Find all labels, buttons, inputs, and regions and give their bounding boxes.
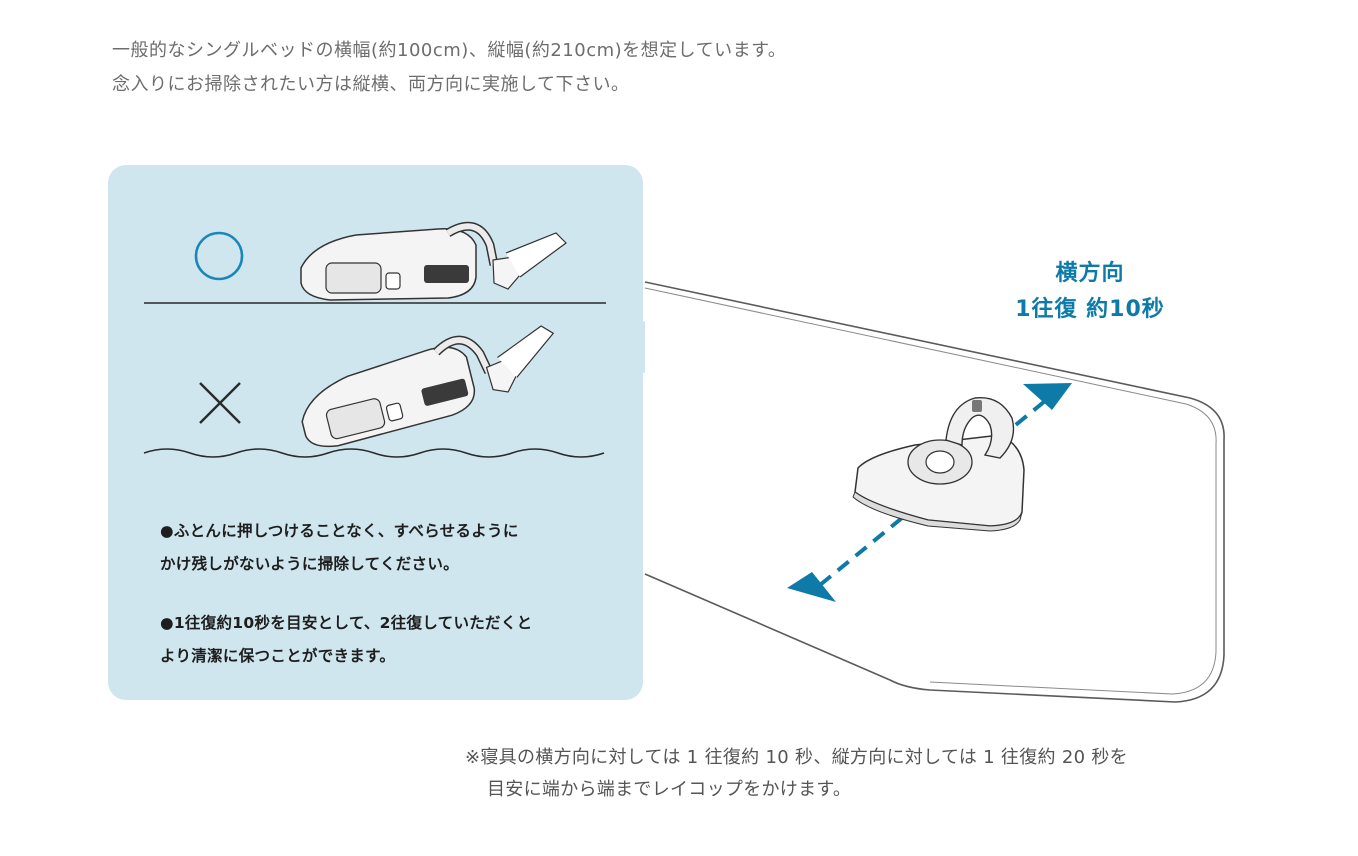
- usage-notes: ●ふとんに押しつけることなく、すべらせるように かけ残しがないように掃除してくだ…: [160, 515, 630, 673]
- panel-illustrations: [143, 221, 606, 458]
- footnote-line-1: ※寝具の横方向に対しては 1 往復約 10 秒、縦方向に対しては 1 往復約 2…: [465, 747, 1128, 768]
- device-flat-icon: [300, 221, 567, 301]
- intro-line-1: 一般的なシングルベッドの横幅(約100cm)、縦幅(約210cm)を想定していま…: [112, 40, 787, 61]
- note-1-line-1: ●ふとんに押しつけることなく、すべらせるように: [160, 522, 519, 540]
- note-1-line-2: かけ残しがないように掃除してください。: [160, 555, 459, 573]
- arrow-head-upper: [1023, 383, 1072, 410]
- direction-dash-line: [818, 390, 1058, 587]
- raycop-device-icon: [852, 396, 1025, 532]
- intro-text: 一般的なシングルベッドの横幅(約100cm)、縦幅(約210cm)を想定していま…: [112, 34, 786, 102]
- footnote-line-2: 目安に端から端までレイコップをかけます。: [487, 779, 852, 800]
- arrow-head-lower: [787, 572, 836, 602]
- note-2-line-2: より清潔に保つことができます。: [160, 647, 396, 665]
- direction-label: 横方向 1往復 約10秒: [990, 256, 1190, 328]
- device-tilted-icon: [301, 325, 555, 448]
- incorrect-cross-icon: [199, 382, 241, 424]
- instruction-panel: ●ふとんに押しつけることなく、すべらせるように かけ残しがないように掃除してくだ…: [108, 165, 643, 700]
- direction-label-line-2: 1往復 約10秒: [1015, 297, 1165, 322]
- footnote: ※寝具の横方向に対しては 1 往復約 10 秒、縦方向に対しては 1 往復約 2…: [465, 742, 1128, 806]
- direction-label-line-1: 横方向: [1055, 261, 1125, 286]
- intro-line-2: 念入りにお掃除されたい方は縦横、両方向に実施して下さい。: [112, 74, 630, 95]
- note-2-line-1: ●1往復約10秒を目安として、2往復していただくと: [160, 614, 533, 632]
- wavy-surface-line: [143, 448, 605, 458]
- correct-circle-icon: [194, 231, 244, 281]
